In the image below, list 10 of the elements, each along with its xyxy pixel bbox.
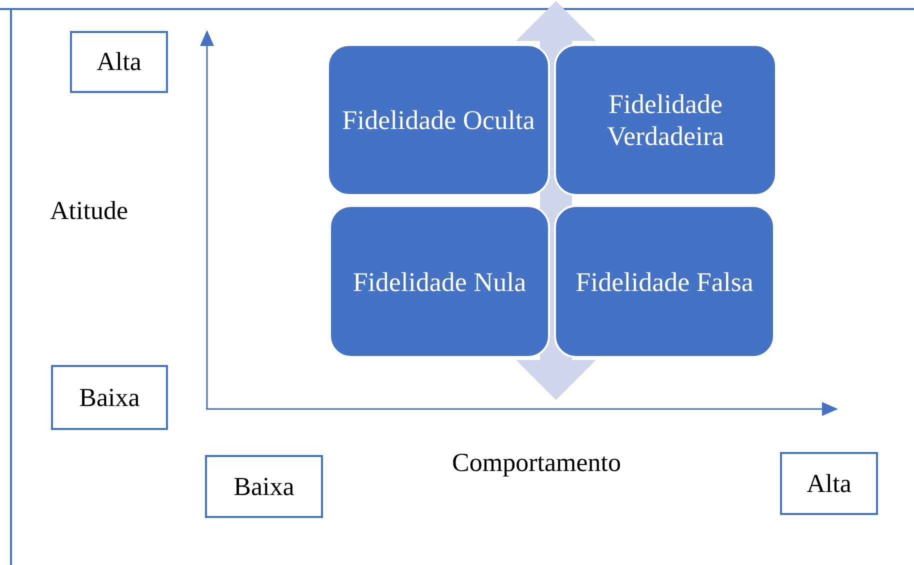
axis-level-box: Alta — [780, 452, 878, 515]
axis-level-box: Baixa — [51, 365, 168, 430]
axis-title: Atitude — [50, 196, 128, 226]
axis-title: Comportamento — [452, 448, 621, 478]
quadrant-box: Fidelidade Verdadeira — [554, 44, 777, 196]
quadrant-box: Fidelidade Falsa — [554, 205, 775, 358]
quadrant-box: Fidelidade Oculta — [327, 44, 550, 196]
axis-level-box: Baixa — [205, 455, 323, 518]
axis-level-box: Alta — [70, 31, 168, 93]
quadrant-box: Fidelidade Nula — [329, 205, 550, 358]
